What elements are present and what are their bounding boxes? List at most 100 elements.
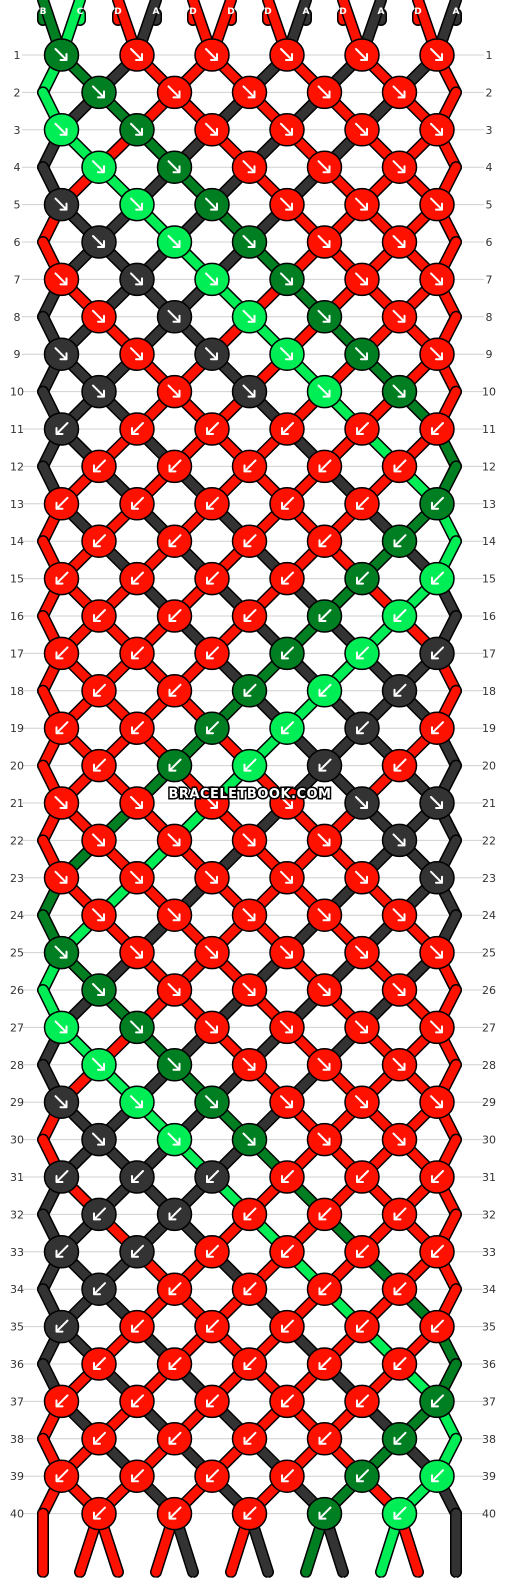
row-number-right: 7 [486, 273, 493, 286]
knot [43, 861, 80, 895]
row-number-left: 35 [10, 1321, 24, 1334]
knot [419, 487, 455, 521]
knot [419, 38, 455, 72]
arrow-icon [167, 1132, 181, 1146]
arrow-icon [393, 1282, 407, 1296]
arrow-icon [318, 1357, 332, 1370]
knot [231, 898, 268, 932]
knot [119, 337, 155, 371]
arrow-icon [167, 983, 181, 996]
arrow-icon [243, 1431, 257, 1445]
knot [156, 1496, 193, 1531]
arrow-icon [392, 1057, 406, 1071]
knot [381, 449, 418, 484]
row-number-right: 24 [482, 909, 496, 922]
knot [344, 412, 380, 446]
arrow-icon [281, 1170, 294, 1183]
arrow-icon [168, 609, 182, 622]
knot [119, 561, 155, 596]
row-number-left: 37 [10, 1395, 24, 1408]
arrow-icon [93, 1431, 106, 1445]
arrow-icon [317, 1132, 331, 1146]
arrow-icon [243, 1357, 257, 1370]
knot [194, 1309, 230, 1344]
arrow-icon [206, 1244, 219, 1258]
knot [344, 861, 380, 895]
knot [119, 861, 155, 895]
arrow-icon [167, 85, 181, 99]
knot [81, 1197, 117, 1232]
row-number-right: 2 [486, 86, 493, 99]
arrow-icon [130, 48, 143, 61]
knot [269, 1235, 305, 1269]
arrow-icon [317, 235, 331, 248]
arrow-icon [205, 945, 218, 959]
knot [81, 225, 117, 259]
knot [306, 1422, 343, 1456]
knot [231, 823, 268, 858]
arrow-icon [393, 758, 407, 772]
knot [119, 38, 155, 72]
knot [381, 225, 418, 259]
arrow-icon [167, 384, 181, 398]
row-number-left: 33 [10, 1246, 24, 1259]
knot [269, 113, 305, 147]
arrow-icon [431, 571, 444, 585]
arrow-icon [168, 1357, 182, 1370]
knot [381, 374, 418, 409]
string-label-top: A [303, 7, 310, 17]
arrow-icon [130, 1095, 143, 1109]
knot [81, 1347, 117, 1381]
arrow-icon [167, 908, 181, 922]
knot [81, 150, 117, 184]
arrow-icon [243, 1282, 257, 1296]
knot [269, 1160, 305, 1194]
arrow-icon [356, 1394, 369, 1408]
knot [381, 748, 418, 783]
knot [81, 1122, 117, 1157]
arrow-icon [430, 1020, 443, 1034]
arrow-icon [205, 1020, 218, 1034]
knot [43, 337, 80, 371]
row-number-left: 5 [14, 199, 21, 212]
knot [231, 1197, 268, 1232]
row-number-left: 18 [10, 685, 24, 698]
knot [381, 674, 418, 708]
knot [269, 561, 305, 596]
string-label-top: A [378, 7, 385, 17]
knot [231, 674, 268, 708]
arrow-icon [430, 796, 443, 809]
arrow-icon [317, 908, 331, 922]
knot [344, 1235, 380, 1269]
row-number-left: 3 [14, 124, 21, 137]
arrow-icon [54, 272, 68, 286]
arrow-icon [93, 459, 106, 473]
arrow-icon [317, 309, 331, 323]
knot [269, 935, 305, 970]
knot [43, 1235, 80, 1269]
knot [194, 187, 230, 222]
arrow-icon [130, 796, 143, 809]
arrow-icon [55, 646, 69, 660]
knot [43, 1459, 80, 1493]
knot [344, 262, 380, 297]
row-number-left: 21 [10, 797, 24, 810]
arrow-icon [317, 160, 331, 174]
arrow-icon [131, 646, 144, 660]
knot [119, 1085, 155, 1119]
arrow-icon [54, 122, 68, 136]
arrow-icon [131, 422, 144, 435]
arrow-icon [92, 1057, 105, 1071]
row-number-left: 29 [10, 1096, 24, 1109]
arrow-icon [92, 1132, 105, 1146]
knot [81, 674, 117, 708]
knot-grid [43, 38, 455, 1531]
knot [119, 412, 155, 446]
knot [119, 1010, 155, 1045]
knot [156, 599, 193, 633]
knot [306, 1496, 343, 1531]
knot [231, 374, 268, 409]
arrow-icon [280, 1020, 293, 1034]
row-number-right: 27 [482, 1021, 496, 1034]
arrow-icon [431, 1244, 444, 1258]
